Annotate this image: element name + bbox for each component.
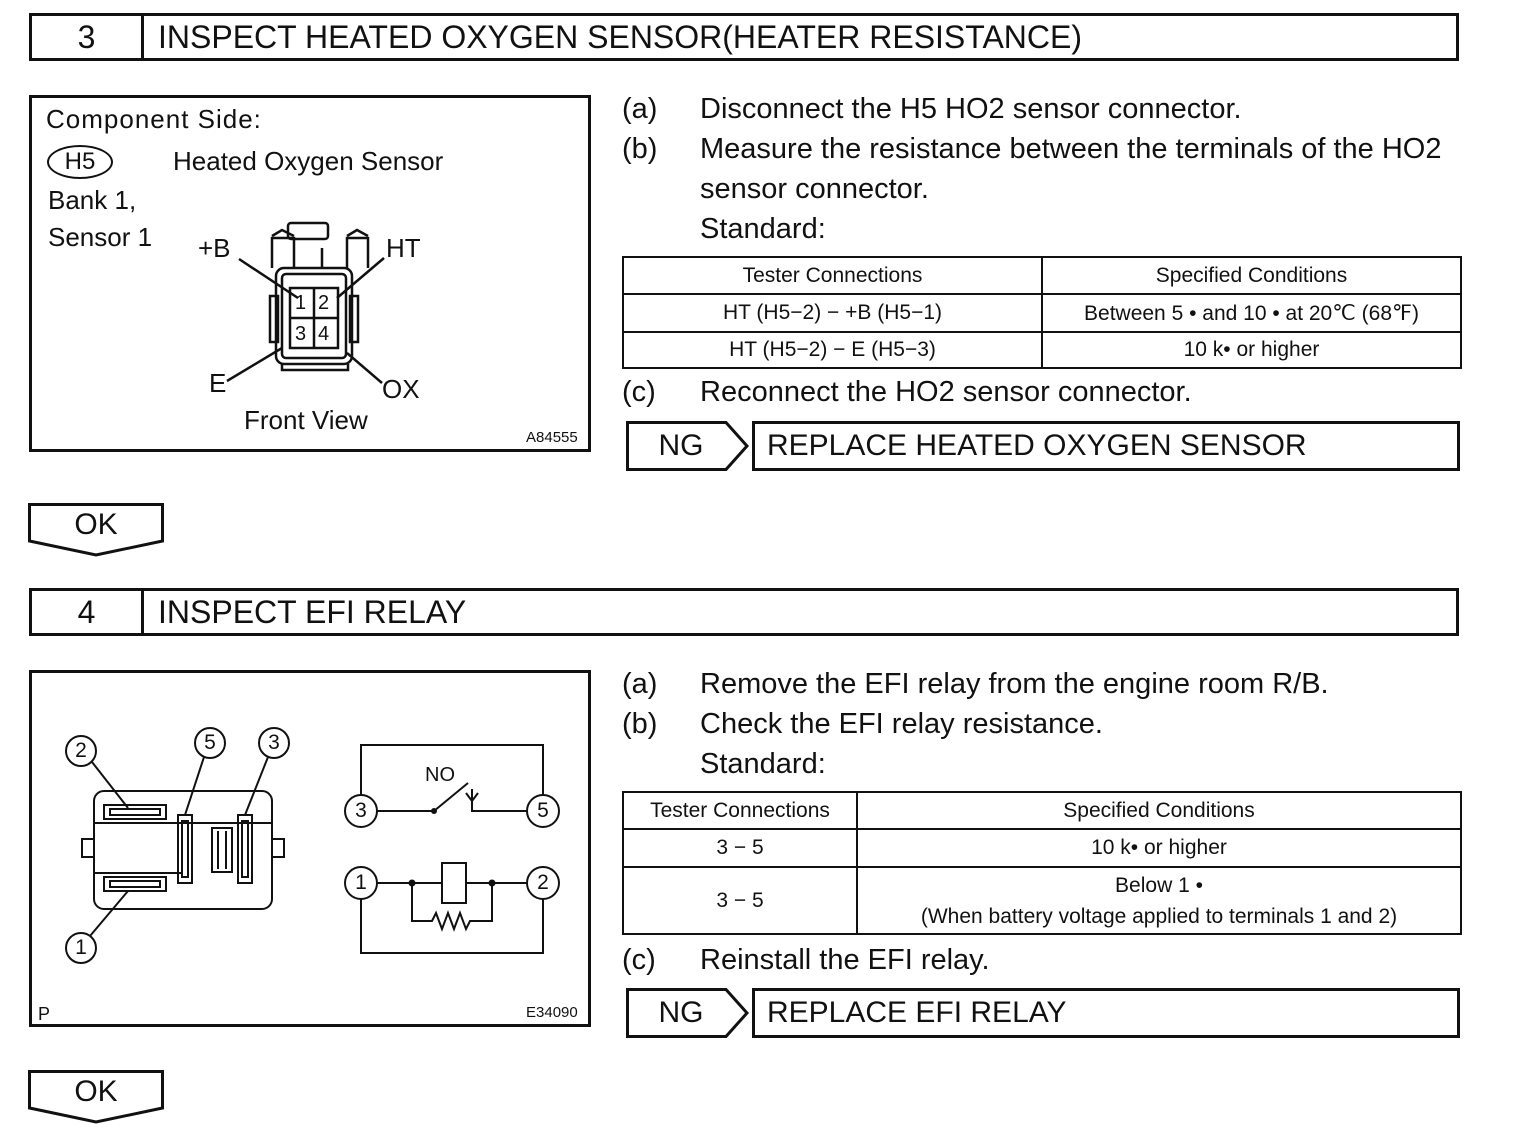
ng-arrow-icon [626, 988, 750, 1038]
pin-1: 1 [295, 292, 307, 314]
ng-label: NG [658, 429, 704, 462]
label-ht: HT [386, 233, 421, 263]
ng-arrow-icon [626, 421, 750, 471]
label-ox: OX [382, 374, 420, 404]
step3-step-c: (c) Reconnect the HO2 sensor connector. [622, 372, 1462, 412]
relay-pin-2: 2 [75, 739, 87, 762]
table-cell-line: (When battery voltage applied to termina… [920, 904, 1398, 928]
table-cell: 10 k• or higher [856, 828, 1462, 868]
schematic-pin-5: 5 [537, 799, 549, 822]
figure-code: A84555 [526, 429, 578, 446]
step-label: (c) [622, 944, 656, 976]
table-cell: Between 5 • and 10 • at 20℃ (68℉) [1041, 293, 1462, 333]
step-label: (b) [622, 133, 658, 165]
ok-label: OK [74, 1075, 118, 1108]
relay-drawing [65, 727, 560, 964]
step4-title: INSPECT EFI RELAY [158, 593, 467, 630]
figure-code: E34090 [526, 1004, 578, 1021]
step-label: (b) [622, 708, 658, 740]
step4-ng-branch: NG REPLACE EFI RELAY [626, 988, 1466, 1038]
schematic-pin-3: 3 [355, 799, 367, 822]
pin-3: 3 [295, 323, 307, 345]
table-cell-line: Below 1 • [1115, 873, 1203, 897]
step4-spec-table: Tester Connections Specified Conditions … [622, 791, 1462, 935]
connector-code-badge: H5 [47, 145, 113, 179]
schematic-no-label: NO [425, 764, 455, 786]
step4-figure: 2 5 3 1 NO 3 5 1 2 P E34090 [29, 670, 591, 1027]
table-header: Specified Conditions [856, 791, 1462, 830]
schematic-pin-1: 1 [355, 871, 367, 894]
step-text: Remove the EFI relay from the engine roo… [700, 668, 1329, 700]
table-cell: HT (H5−2) − +B (H5−1) [622, 293, 1043, 333]
figure-corner-mark: P [38, 1004, 51, 1024]
relay-pin-3: 3 [268, 731, 280, 754]
table-cell: 10 k• or higher [1041, 331, 1462, 369]
step-text: Reinstall the EFI relay. [700, 944, 990, 976]
step4-number: 4 [32, 591, 144, 633]
step4-header: 4 INSPECT EFI RELAY [29, 588, 1459, 636]
step-text: Disconnect the H5 HO2 sensor connector. [700, 93, 1242, 125]
step3-ok-branch: OK [28, 503, 164, 559]
label-e: E [209, 368, 227, 398]
table-row: 3 − 5 10 k• or higher [622, 828, 1462, 868]
step-label: (a) [622, 668, 658, 700]
step4-instructions: (a) Remove the EFI relay from the engine… [622, 664, 1462, 784]
bank-label: Bank 1, [48, 185, 137, 215]
table-cell: 3 − 5 [622, 866, 858, 935]
relay-pin-1: 1 [75, 936, 87, 959]
table-header: Tester Connections [622, 256, 1043, 295]
step-text: Reconnect the HO2 sensor connector. [700, 376, 1192, 408]
relay-pin-5: 5 [204, 731, 216, 754]
pin-2: 2 [318, 292, 330, 314]
step-label: (a) [622, 93, 658, 125]
step-label: (c) [622, 376, 656, 408]
pin-4: 4 [318, 323, 330, 345]
step-text: Measure the resistance between the termi… [700, 133, 1442, 165]
step4-ok-branch: OK [28, 1070, 164, 1126]
step3-number: 3 [32, 16, 144, 58]
standard-label: Standard: [700, 213, 826, 245]
ng-label: NG [658, 996, 704, 1029]
front-view-label: Front View [244, 405, 368, 435]
connector-drawing [226, 221, 385, 384]
step3-header: 3 INSPECT HEATED OXYGEN SENSOR(HEATER RE… [29, 13, 1459, 61]
sensor-label: Sensor 1 [48, 222, 153, 252]
step-text: Check the EFI relay resistance. [700, 708, 1103, 740]
step4-step-c: (c) Reinstall the EFI relay. [622, 940, 1462, 980]
step3-ng-branch: NG REPLACE HEATED OXYGEN SENSOR [626, 421, 1466, 471]
ok-arrow-icon [28, 1070, 164, 1124]
step3-instructions: (a) Disconnect the H5 HO2 sensor connect… [622, 89, 1462, 249]
schematic-pin-2: 2 [537, 871, 549, 894]
table-cell: 3 − 5 [622, 828, 858, 868]
step3-title: INSPECT HEATED OXYGEN SENSOR(HEATER RESI… [158, 18, 1082, 55]
table-row: 3 − 5 Below 1 • (When battery voltage ap… [622, 866, 1462, 935]
connector-name: Heated Oxygen Sensor [173, 146, 444, 176]
ok-arrow-icon [28, 503, 164, 557]
step3-figure: Component Side: H5 Heated Oxygen Sensor … [29, 95, 591, 452]
table-header: Specified Conditions [1041, 256, 1462, 295]
label-plus-b: +B [198, 233, 231, 263]
step3-spec-table: Tester Connections Specified Conditions … [622, 256, 1462, 369]
table-cell: Below 1 • (When battery voltage applied … [856, 866, 1462, 935]
standard-label: Standard: [700, 748, 826, 780]
ok-label: OK [74, 508, 118, 541]
table-cell: HT (H5−2) − E (H5−3) [622, 331, 1043, 369]
table-row: HT (H5−2) − +B (H5−1) Between 5 • and 10… [622, 293, 1462, 333]
table-header: Tester Connections [622, 791, 858, 830]
component-side-label: Component Side: [46, 104, 262, 134]
ng-result: REPLACE EFI RELAY [752, 988, 1460, 1038]
ng-result: REPLACE HEATED OXYGEN SENSOR [752, 421, 1460, 471]
step-text: sensor connector. [700, 173, 929, 205]
table-row: HT (H5−2) − E (H5−3) 10 k• or higher [622, 331, 1462, 369]
